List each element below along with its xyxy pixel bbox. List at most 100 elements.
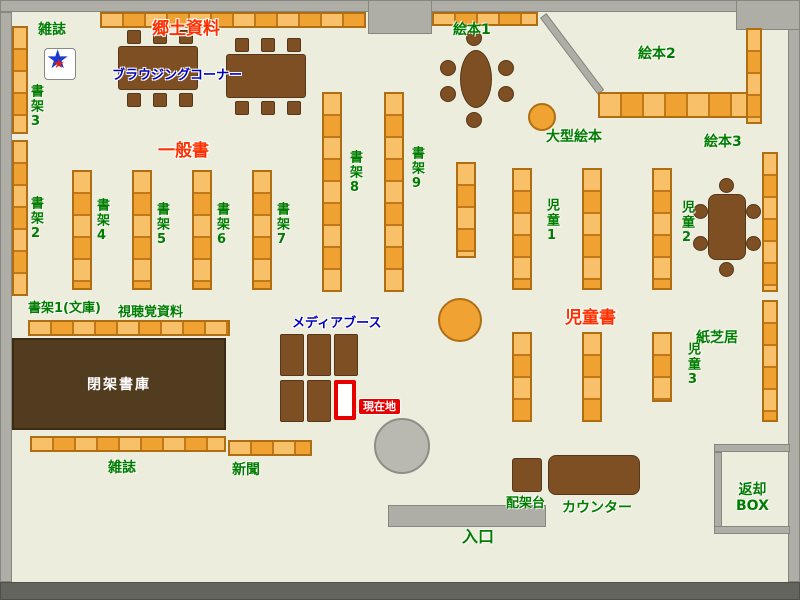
wall-entrance-bar (388, 505, 546, 527)
label-shelf-8: 書架8 (347, 150, 362, 197)
label-children-2: 児童2 (679, 200, 694, 247)
shelf-col-8 (322, 92, 342, 292)
star-icon: ★ ★ (44, 45, 76, 80)
label-magazines-bottom: 雑誌 (108, 460, 136, 476)
label-return-box-line1: 返却 (738, 482, 767, 498)
shelf-local-materials (100, 12, 366, 28)
stool (440, 60, 456, 76)
label-picture-books-3: 絵本3 (704, 134, 742, 150)
label-shelf-4: 書架4 (94, 198, 109, 245)
shelf-children-b3 (652, 332, 672, 402)
counter-desk (548, 455, 640, 495)
label-large-picture-books: 大型絵本 (546, 129, 602, 145)
browsing-table (118, 46, 198, 90)
current-location-booth (334, 380, 356, 420)
stool (440, 86, 456, 102)
shelf-top-right (598, 92, 748, 118)
wall-top-block (368, 0, 432, 34)
label-return-box: 返却 BOX (736, 482, 769, 514)
label-counter: カウンター (562, 500, 632, 516)
label-newspapers: 新聞 (232, 462, 260, 478)
sorting-table (512, 458, 542, 492)
shelf-children-a1 (512, 168, 532, 290)
children-table (708, 194, 746, 260)
stool (466, 30, 482, 46)
label-shelf-9: 書架9 (409, 146, 424, 193)
wall-top-right-block (736, 0, 800, 30)
shelf-wall-left-upper (12, 26, 28, 134)
closed-stacks-area: 閉架書庫 (12, 338, 226, 430)
stool (719, 262, 734, 277)
label-shelf-5: 書架5 (154, 202, 169, 249)
label-magazines-top: 雑誌 (38, 22, 66, 38)
chair (287, 101, 301, 115)
label-picture-books-2: 絵本2 (638, 46, 676, 62)
current-location-badge: 現在地 (358, 398, 401, 415)
shelf-right-mid (762, 152, 778, 292)
media-booth-carrel (334, 334, 358, 376)
label-local-materials: 郷土資料 (152, 19, 220, 39)
shelf-children-a2 (582, 168, 602, 290)
chair (153, 30, 167, 44)
chair (261, 101, 275, 115)
chair (179, 93, 193, 107)
stool (498, 86, 514, 102)
label-browsing-corner: ブラウジングコーナー (112, 68, 243, 83)
shelf-wall-left-lower (12, 140, 28, 296)
chair (127, 93, 141, 107)
stool (693, 236, 708, 251)
chair (179, 30, 193, 44)
shelf-children-a3 (652, 168, 672, 290)
stool (466, 112, 482, 128)
label-shelf-7: 書架7 (274, 202, 289, 249)
oval-table (460, 50, 492, 108)
star-outer-icon: ★ (46, 45, 70, 75)
chair (153, 93, 167, 107)
label-av-materials: 視聴覚資料 (118, 305, 184, 320)
shelf-right-upper (746, 28, 762, 124)
label-general-books: 一般書 (158, 141, 209, 161)
closed-stacks-label: 閉架書庫 (87, 377, 151, 393)
label-children-1: 児童1 (544, 198, 559, 245)
stool (746, 236, 761, 251)
label-media-booth: メディアブース (292, 316, 382, 331)
shelf-col-center (456, 162, 476, 258)
label-shelf-1-bunko: 書架1(文庫) (28, 301, 101, 316)
wall-right (788, 12, 800, 582)
chair (287, 38, 301, 52)
shelf-right-lower (762, 300, 778, 422)
label-shelf-2: 書架2 (28, 196, 43, 243)
label-return-box-line2: BOX (736, 498, 769, 515)
browsing-table (226, 54, 306, 98)
label-shelf-6: 書架6 (214, 202, 229, 249)
label-picture-books-1: 絵本1 (453, 22, 491, 38)
chair (127, 30, 141, 44)
stool (498, 60, 514, 76)
shelf-magazines-bottom (30, 436, 226, 452)
media-booth-carrel (280, 334, 304, 376)
shelf-bunko-av (28, 320, 230, 336)
chair (235, 101, 249, 115)
wall-returnbox-bottom (714, 526, 790, 534)
wall-left (0, 12, 12, 582)
shelf-newspapers (228, 440, 312, 456)
wall-returnbox-left (714, 452, 722, 534)
label-sorting-table: 配架台 (506, 496, 546, 511)
wall-returnbox-top (714, 444, 790, 452)
media-booth-carrel (307, 334, 331, 376)
label-entrance: 入口 (462, 527, 495, 546)
media-booth-carrel (280, 380, 304, 422)
wall-diagonal (540, 13, 605, 95)
chair (235, 38, 249, 52)
stool (746, 204, 761, 219)
star-inner-icon: ★ (53, 57, 65, 72)
label-shelf-3: 書架3 (28, 84, 43, 131)
shelf-col-9 (384, 92, 404, 292)
label-children-3: 児童3 (685, 342, 700, 389)
shelf-col-5 (132, 170, 152, 290)
shelf-children-b1 (512, 332, 532, 422)
label-children-books: 児童書 (565, 308, 616, 328)
shelf-top-center (432, 12, 538, 26)
media-booth-carrel (307, 380, 331, 422)
